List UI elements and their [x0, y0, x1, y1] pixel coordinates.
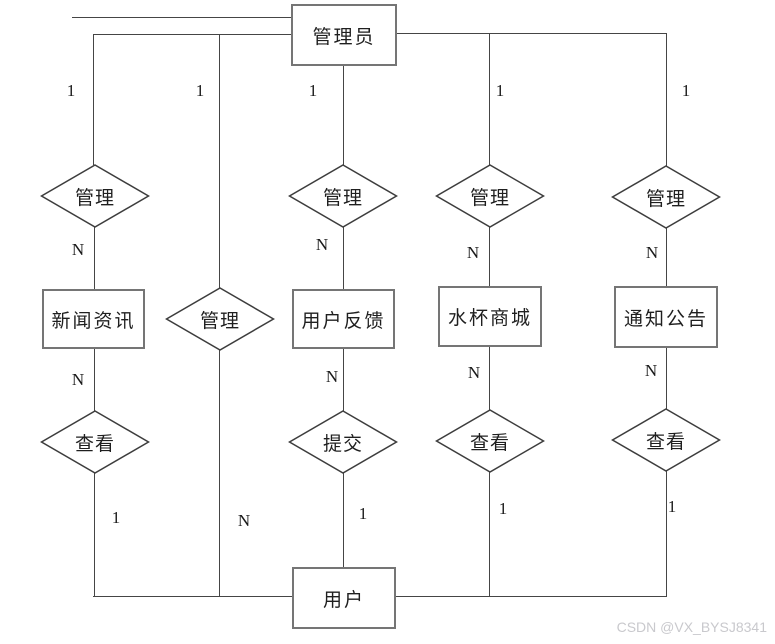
- connector-line: [666, 33, 667, 166]
- relation-view-notice: 查看: [611, 408, 721, 472]
- connector-line: [666, 470, 667, 597]
- relation-label: 管理: [469, 187, 510, 209]
- cardinality-label: N: [237, 511, 251, 530]
- cardinality-label: N: [645, 243, 659, 262]
- relation-manage-mall: 管理: [435, 164, 545, 228]
- relation-label: 管理: [645, 188, 686, 210]
- connector-line: [489, 346, 490, 411]
- connector-line: [666, 347, 667, 410]
- cardinality-label: 1: [66, 81, 76, 100]
- cardinality-label: 1: [195, 81, 205, 100]
- entity-feedback-label: 用户反馈: [301, 310, 386, 332]
- cardinality-label: N: [325, 367, 339, 386]
- cardinality-label: N: [71, 240, 85, 259]
- relation-view-mall: 查看: [435, 409, 545, 473]
- diamond-shape: [611, 408, 721, 472]
- entity-news: 新闻资讯: [42, 289, 145, 349]
- diamond-shape: [288, 410, 398, 474]
- entity-notice: 通知公告: [614, 286, 718, 348]
- connector-line: [219, 34, 220, 289]
- entity-admin-label: 管理员: [312, 26, 376, 48]
- connector-line: [219, 350, 220, 597]
- diamond-shape: [435, 409, 545, 473]
- relation-submit-feedback: 提交: [288, 410, 398, 474]
- entity-mall: 水杯商城: [438, 286, 542, 347]
- connector-line: [93, 596, 293, 597]
- connector-line: [93, 34, 94, 165]
- connector-line: [93, 34, 291, 35]
- connector-line: [343, 472, 344, 568]
- connector-line: [94, 472, 95, 597]
- connector-line: [343, 227, 344, 290]
- connector-line: [72, 17, 291, 18]
- connector-line: [94, 227, 95, 290]
- entity-notice-label: 通知公告: [623, 308, 708, 330]
- relation-manage-news: 管理: [40, 164, 150, 228]
- csdn-watermark: CSDN @VX_BYSJ8341: [616, 619, 767, 635]
- relation-label: 提交: [322, 433, 363, 455]
- connector-line: [397, 33, 667, 34]
- relation-manage-feedback: 管理: [288, 164, 398, 228]
- entity-news-label: 新闻资讯: [51, 310, 136, 332]
- connector-line: [489, 33, 490, 165]
- diamond-shape: [435, 164, 545, 228]
- entity-feedback: 用户反馈: [292, 289, 395, 349]
- cardinality-label: 1: [308, 81, 318, 100]
- entity-admin: 管理员: [291, 4, 397, 66]
- connector-line: [666, 227, 667, 287]
- relation-label: 管理: [322, 187, 363, 209]
- entity-user: 用户: [292, 567, 396, 629]
- relation-label: 管理: [199, 310, 240, 332]
- relation-manage-center: 管理: [165, 287, 275, 351]
- cardinality-label: N: [71, 370, 85, 389]
- cardinality-label: N: [315, 235, 329, 254]
- connector-line: [489, 227, 490, 287]
- entity-user-label: 用户: [322, 589, 365, 611]
- cardinality-label: 1: [681, 81, 691, 100]
- connector-line: [489, 471, 490, 597]
- connector-line: [94, 348, 95, 411]
- diamond-shape: [288, 164, 398, 228]
- relation-label: 查看: [469, 432, 510, 454]
- entity-mall-label: 水杯商城: [447, 308, 532, 329]
- connector-line: [343, 348, 344, 411]
- cardinality-label: 1: [667, 497, 677, 516]
- cardinality-label: N: [644, 361, 658, 380]
- cardinality-label: 1: [111, 508, 121, 527]
- cardinality-label: N: [467, 363, 481, 382]
- connector-line: [396, 596, 667, 597]
- relation-view-news: 查看: [40, 410, 150, 474]
- diamond-shape: [165, 287, 275, 351]
- diamond-shape: [40, 164, 150, 228]
- relation-label: 管理: [74, 187, 115, 209]
- relation-label: 查看: [74, 433, 115, 455]
- diamond-shape: [40, 410, 150, 474]
- connector-line: [343, 65, 344, 165]
- diamond-shape: [611, 165, 721, 229]
- relation-manage-notice: 管理: [611, 165, 721, 229]
- relation-label: 查看: [645, 431, 686, 453]
- cardinality-label: 1: [498, 499, 508, 518]
- cardinality-label: 1: [495, 81, 505, 100]
- cardinality-label: N: [466, 243, 480, 262]
- cardinality-label: 1: [358, 504, 368, 523]
